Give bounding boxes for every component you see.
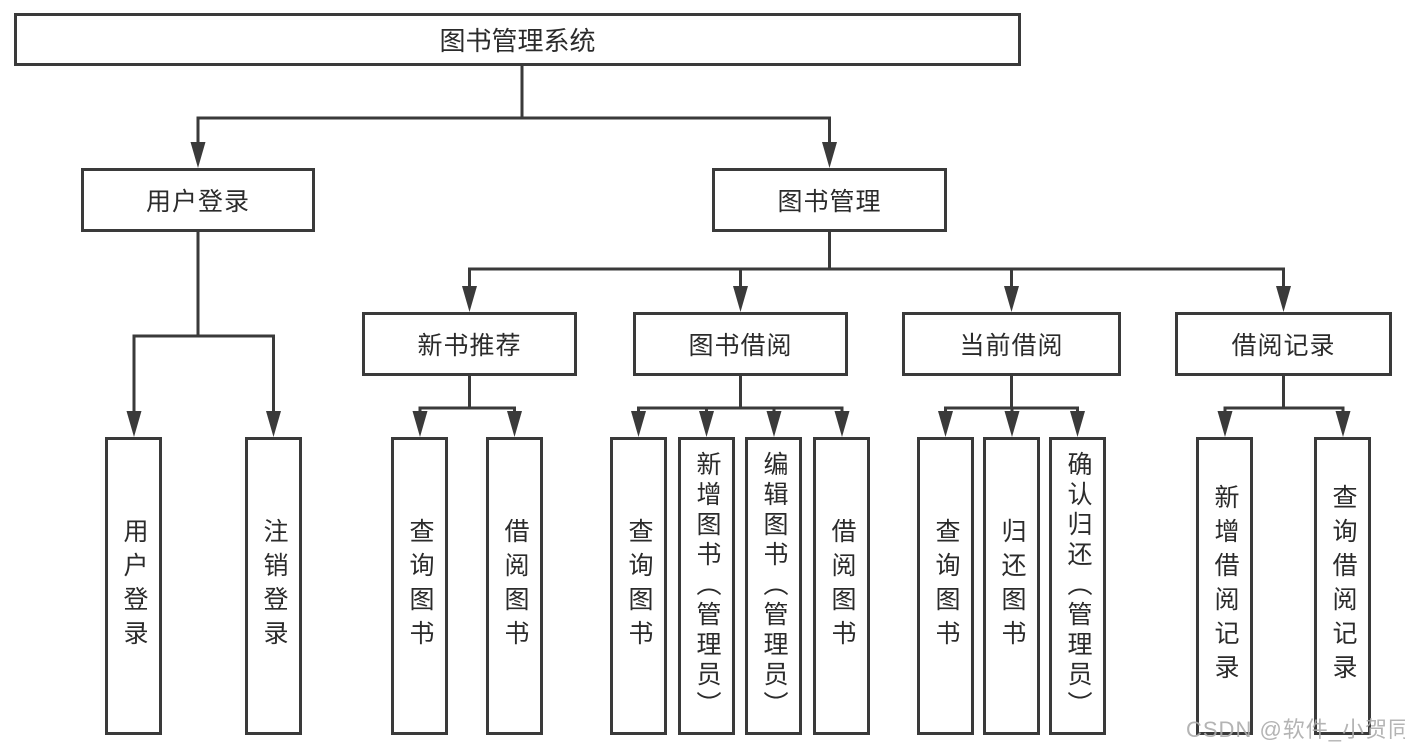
leaf-query-borrow-record: 查询借阅记录 bbox=[1314, 437, 1371, 735]
leaf-return-book: 归还图书 bbox=[983, 437, 1040, 735]
leaf-logout: 注销登录 bbox=[245, 437, 302, 735]
leaf-edit-book-admin: 编辑图书（管理员） bbox=[745, 437, 802, 735]
node-book-management: 图书管理 bbox=[712, 168, 947, 232]
node-book-borrowing: 图书借阅 bbox=[633, 312, 848, 376]
leaf-query-books-borrow: 查询图书 bbox=[610, 437, 667, 735]
leaf-add-borrow-record: 新增借阅记录 bbox=[1196, 437, 1253, 735]
leaf-confirm-return-admin: 确认归还（管理员） bbox=[1049, 437, 1106, 735]
node-borrowing-records: 借阅记录 bbox=[1175, 312, 1392, 376]
leaf-query-books-recommend: 查询图书 bbox=[391, 437, 448, 735]
csdn-watermark: CSDN @软件_小贺同学 bbox=[1186, 717, 1405, 742]
leaf-borrow-books-recommend: 借阅图书 bbox=[486, 437, 543, 735]
leaf-borrow-books: 借阅图书 bbox=[813, 437, 870, 735]
leaf-query-books-current: 查询图书 bbox=[917, 437, 974, 735]
node-current-borrowing: 当前借阅 bbox=[902, 312, 1121, 376]
leaf-add-book-admin: 新增图书（管理员） bbox=[678, 437, 735, 735]
leaf-user-login: 用户登录 bbox=[105, 437, 162, 735]
node-library-management-system: 图书管理系统 bbox=[14, 13, 1021, 66]
node-new-book-recommendation: 新书推荐 bbox=[362, 312, 577, 376]
node-user-login: 用户登录 bbox=[81, 168, 315, 232]
